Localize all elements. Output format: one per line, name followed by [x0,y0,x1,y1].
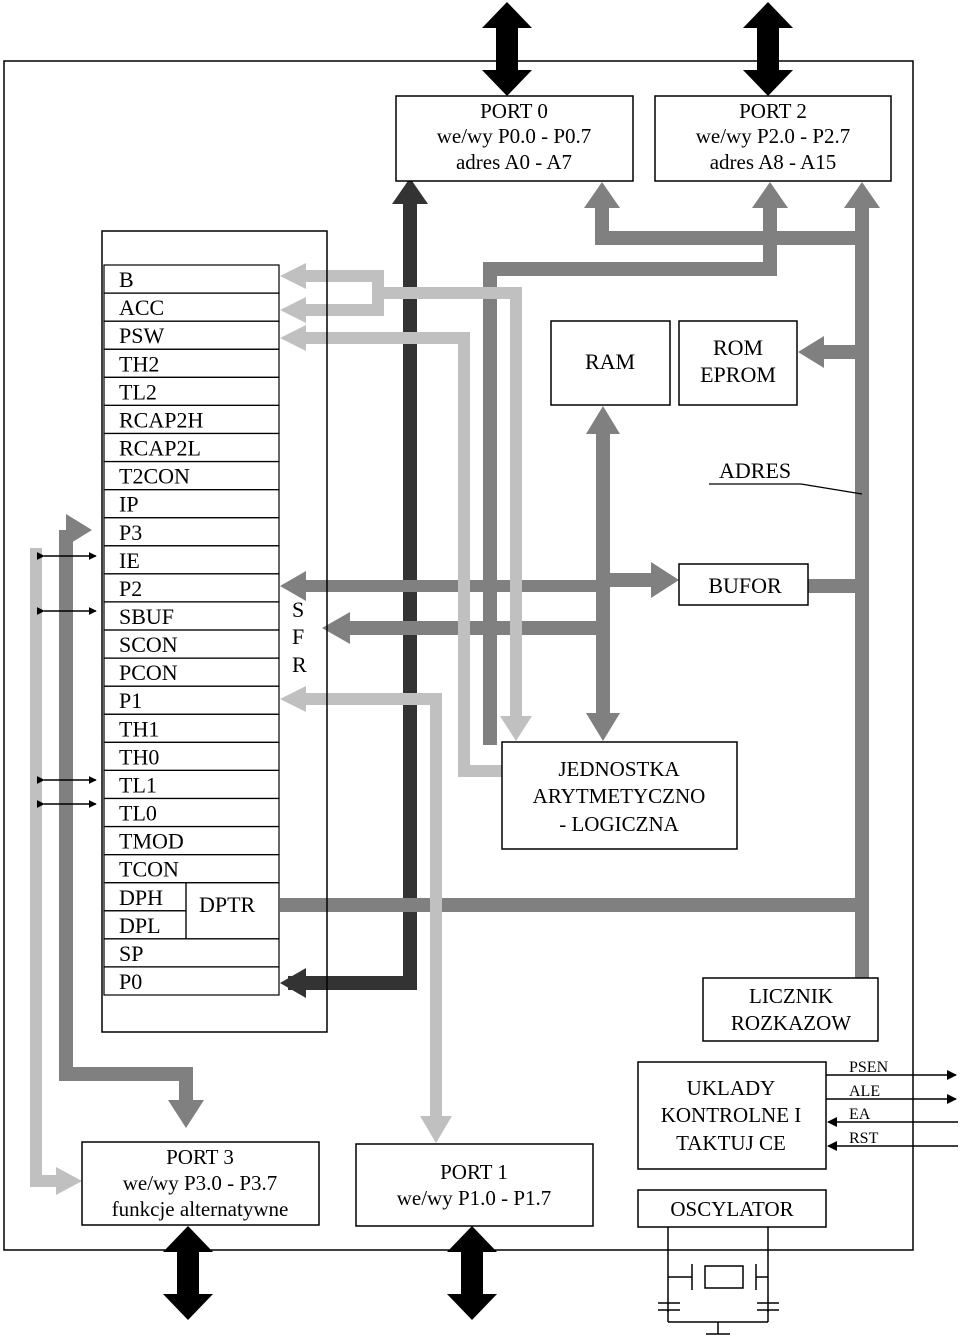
signal-ale: ALE [849,1083,880,1100]
port1-external-arrow [447,1226,497,1320]
sfr-row [103,966,280,996]
alt-functions-bus [30,548,82,1195]
program-counter-block: LICZNIK ROZKAZOW [702,977,879,1042]
sfr-register-label: PCON [119,660,178,685]
port3-functions: funkcje alternatywne [112,1197,289,1221]
port3-block: PORT 3 we/wy P3.0 - P3.7 funkcje alterna… [81,1141,320,1226]
dptr-label: DPTR [199,892,256,917]
port0-block: PORT 0 we/wy P0.0 - P0.7 adres A0 - A7 [395,95,634,182]
rom-label: ROM [713,335,763,360]
sfr-register-label: PSW [119,323,164,348]
sfr-register-label: TH1 [119,716,159,741]
sfr-register-label: RCAP2H [119,407,203,432]
port1-io: we/wy P1.0 - P1.7 [397,1186,552,1210]
sfr-register-label: P2 [119,576,142,601]
sfr-register-label: TL0 [119,801,157,826]
sfr-register-label: RCAP2L [119,436,201,461]
oscylator-label: OSCYLATOR [670,1197,793,1221]
sfr-register-label: SCON [119,632,178,657]
signal-ea: EA [849,1106,871,1123]
port1-title: PORT 1 [440,1160,508,1184]
sfr-label-s: S [292,597,304,622]
dptr-cell [185,882,280,940]
sfr-register-label: TMOD [119,829,184,854]
port1-internal-bus [280,686,452,1143]
sfr-register-label: DPH [119,885,163,910]
sfr-register-label: TH2 [119,351,159,376]
ram-block: RAM [550,320,671,406]
sfr-register-label: IE [119,548,140,573]
control-signals: PSEN ALE EA RST [826,1059,958,1151]
uklady-line3: TAKTUJ CE [676,1131,786,1155]
sfr-register-label: IP [119,492,139,517]
sfr-register-label: SP [119,941,143,966]
rom-block: ROM EPROM [678,320,798,406]
alu-line3: - LOGICZNA [559,812,679,836]
address-register-label: ADRES [709,458,863,495]
port1-block: PORT 1 we/wy P1.0 - P1.7 [355,1143,594,1227]
alu-block: JEDNOSTKA ARYTMETYCZNO - LOGICZNA [501,741,738,850]
sfr-register-label: TCON [119,857,179,882]
alt-function-links [36,552,97,808]
sfr-register-label: T2CON [119,464,190,489]
port2-block: PORT 2 we/wy P2.0 - P2.7 adres A8 - A15 [654,95,892,182]
uklady-line1: UKLADY [687,1076,776,1100]
sfr-label-f: F [292,624,304,649]
program-counter-bus [584,182,880,978]
bufor-label: BUFOR [708,573,782,598]
licznik-line2: ROZKAZOW [731,1011,851,1035]
sfr-register-label: SBUF [119,604,174,629]
eprom-label: EPROM [700,362,776,387]
sfr-block [101,230,328,1033]
alu-register-buses [280,263,532,777]
adres-label: ADRES [719,458,791,483]
port0-io: we/wy P0.0 - P0.7 [437,124,592,148]
sfr-register-label: P1 [119,688,142,713]
alu-line1: JEDNOSTKA [558,757,680,781]
port2-title: PORT 2 [739,99,807,123]
bufor-block: BUFOR [678,563,809,606]
ram-label: RAM [585,349,635,374]
rom-address-bus [798,336,862,368]
port0-title: PORT 0 [480,99,548,123]
signal-psen: PSEN [849,1059,889,1076]
port0-address: adres A0 - A7 [456,150,572,174]
licznik-line1: LICZNIK [749,984,833,1008]
sfr-register-label: P0 [119,969,142,994]
port2-io: we/wy P2.0 - P2.7 [696,124,851,148]
sfr-register-label: TL2 [119,379,157,404]
signal-rst: RST [849,1130,879,1147]
sfr-register-label: TL1 [119,772,157,797]
port3-io: we/wy P3.0 - P3.7 [123,1171,278,1195]
sfr-register-label: B [119,267,134,292]
port3-external-arrow [163,1226,213,1320]
sfr-register-label: ACC [119,295,164,320]
port2-address: adres A8 - A15 [710,150,837,174]
port2-external-arrow [743,2,793,96]
control-timing-block: UKLADY KONTROLNE I TAKTUJ CE [637,1061,827,1170]
port0-external-arrow [482,2,532,96]
port3-title: PORT 3 [166,1145,234,1169]
sfr-label-r: R [292,652,307,677]
sfr-register-label: P3 [119,520,142,545]
alu-line2: ARYTMETYCZNO [533,784,706,808]
sfr-register-label: DPL [119,913,161,938]
crystal-symbol [658,1227,779,1335]
internal-data-bus [280,406,679,741]
oscillator-block: OSCYLATOR [637,1189,827,1228]
sfr-register-label: TH0 [119,744,159,769]
uklady-line2: KONTROLNE I [661,1103,802,1127]
port0-data-bus [280,178,428,998]
